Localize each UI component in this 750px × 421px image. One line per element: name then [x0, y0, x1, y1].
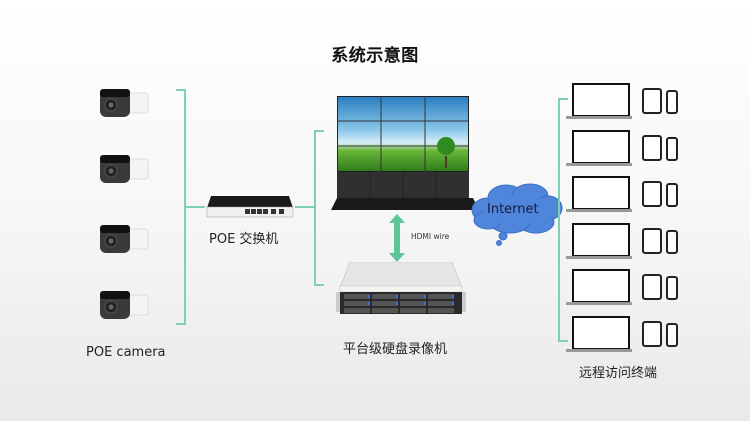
phone-icon [666, 90, 678, 114]
cloud-icon [471, 183, 563, 246]
camera-icon [100, 225, 149, 253]
switch-label: POE 交换机 [209, 232, 279, 247]
terminal-row [566, 82, 686, 122]
laptop-icon [566, 269, 632, 305]
switch-icon [206, 196, 294, 218]
tablet-icon [642, 181, 662, 207]
phone-icon [666, 276, 678, 300]
tablet-icon [642, 135, 662, 161]
laptop-icon [566, 176, 632, 212]
laptop-icon [566, 130, 632, 166]
video-wall-icon [331, 94, 479, 212]
tablet-icon [642, 274, 662, 300]
phone-icon [666, 323, 678, 347]
phone-icon [666, 137, 678, 161]
terminal-row [566, 175, 686, 215]
camera-label: POE camera [86, 345, 166, 360]
phone-icon [666, 230, 678, 254]
camera-group [98, 86, 158, 326]
nvr-server-icon [336, 262, 466, 314]
terminal-row [566, 268, 686, 308]
terminal-row [566, 222, 686, 262]
laptop-icon [566, 316, 632, 352]
connector-line [295, 206, 315, 208]
hdmi-label: HDMI wire [411, 232, 450, 241]
internet-label: Internet [487, 202, 539, 217]
camera-icon [100, 89, 149, 117]
terminal-row [566, 129, 686, 169]
tablet-icon [642, 228, 662, 254]
connector-terminals [558, 98, 568, 342]
diagram-title: 系统示意图 [331, 46, 419, 66]
terminals-label: 远程访问终端 [579, 366, 658, 381]
phone-icon [666, 183, 678, 207]
terminal-row [566, 315, 686, 355]
camera-icon [100, 155, 149, 183]
camera-icon [100, 291, 149, 319]
tablet-icon [642, 321, 662, 347]
laptop-icon [566, 223, 632, 259]
double-arrow-icon [389, 214, 405, 262]
connector-line [185, 206, 205, 208]
laptop-icon [566, 83, 632, 119]
tablet-icon [642, 88, 662, 114]
connector-switch [314, 130, 324, 286]
terminal-group [566, 82, 686, 362]
nvr-label: 平台级硬盘录像机 [343, 342, 448, 357]
